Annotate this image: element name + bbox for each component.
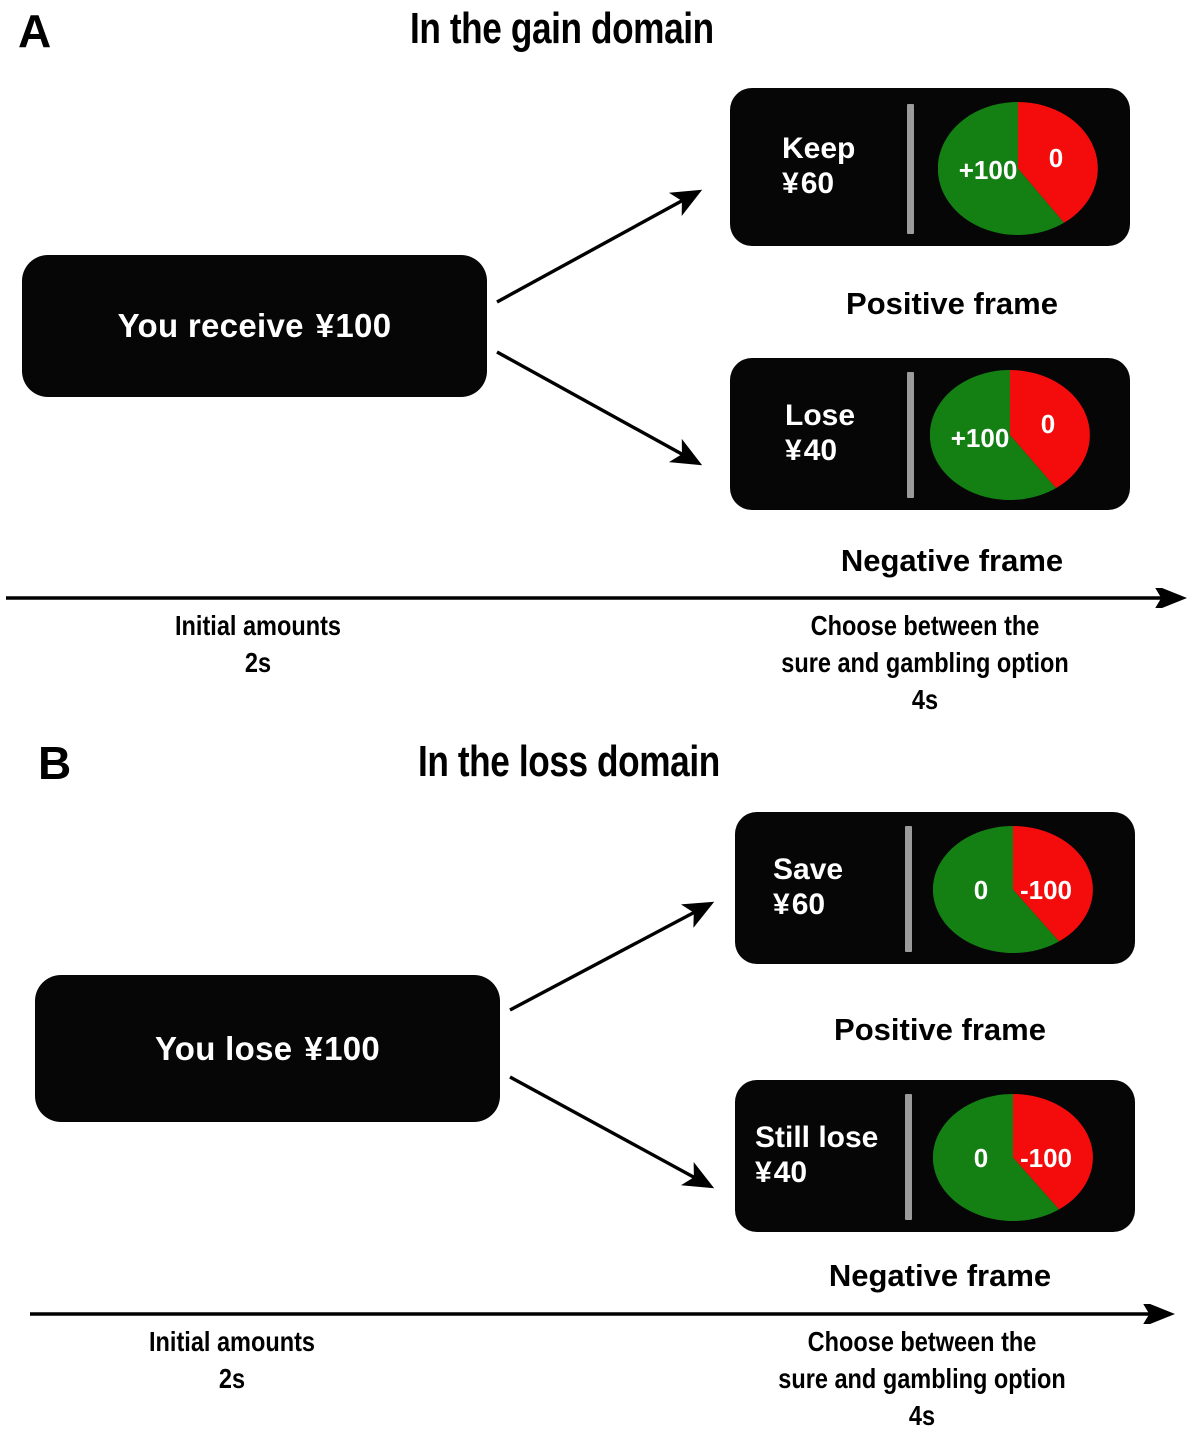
yen-icon: ¥ bbox=[782, 167, 799, 200]
panel-letter-b: B bbox=[38, 737, 72, 789]
sure-option-amount-row: ¥60 bbox=[773, 888, 925, 923]
frame-caption-text: Negative frame bbox=[828, 1258, 1052, 1293]
yen-icon: ¥ bbox=[785, 434, 802, 467]
timeline-stage1-name: Initial amounts bbox=[149, 1326, 315, 1357]
frame-caption-gain-negative: Negative frame bbox=[841, 545, 1063, 576]
initial-amount-value: 100 bbox=[335, 307, 392, 344]
pie-slice-lose bbox=[1013, 1094, 1093, 1210]
timeline-stage2-line2: sure and gambling option bbox=[781, 646, 1069, 678]
pie-label-win: 0 bbox=[973, 875, 989, 905]
card-divider bbox=[907, 104, 914, 234]
sure-option-amount: 40 bbox=[803, 434, 838, 467]
sure-option-amount: 40 bbox=[773, 1156, 808, 1189]
sure-option-label-loss-negative: Still lose ¥40 bbox=[755, 1121, 927, 1191]
pie-label-win: 0 bbox=[973, 1143, 989, 1173]
timeline-stage1-loss: Initial amounts 2s bbox=[149, 1324, 315, 1398]
sure-option-label-gain-negative: Lose ¥40 bbox=[785, 399, 925, 469]
timeline-stage2-duration: 4s bbox=[908, 1399, 936, 1431]
sure-option-label-loss-positive: Save ¥60 bbox=[773, 853, 925, 923]
gamble-pie-loss-negative: 0 -100 bbox=[933, 1094, 1093, 1221]
pie-label-win: +100 bbox=[958, 155, 1018, 185]
timeline-axis-gain bbox=[0, 588, 1200, 608]
option-card-gain-positive[interactable]: Keep ¥60 +100 0 bbox=[730, 88, 1130, 246]
timeline-axis-loss bbox=[0, 1304, 1200, 1324]
sure-option-amount-row: ¥60 bbox=[782, 167, 922, 202]
frame-caption-loss-positive: Positive frame bbox=[834, 1014, 1046, 1045]
option-card-loss-negative[interactable]: Still lose ¥40 0 -100 bbox=[735, 1080, 1135, 1232]
timeline-stage2-gain: Choose between the sure and gambling opt… bbox=[781, 608, 1068, 719]
card-divider bbox=[905, 826, 912, 952]
sure-option-amount: 60 bbox=[791, 888, 826, 921]
pie-slice-win bbox=[930, 370, 1056, 500]
initial-amount-verb: You lose bbox=[154, 1029, 293, 1067]
pie-slice-lose bbox=[1010, 370, 1090, 489]
frame-caption-text: Positive frame bbox=[834, 1012, 1046, 1047]
frame-caption-loss-negative: Negative frame bbox=[829, 1260, 1051, 1291]
pie-label-lose: 0 bbox=[1040, 409, 1056, 439]
branch-arrows-loss bbox=[0, 722, 1200, 1444]
timeline-stage1-name: Initial amounts bbox=[175, 610, 341, 641]
panel-gain-domain: A In the gain domain You receive¥100 K bbox=[0, 4, 1200, 719]
pie-slice-lose bbox=[1018, 102, 1098, 223]
timeline-stage2-duration: 4s bbox=[911, 683, 939, 715]
timeline-stage2-loss: Choose between the sure and gambling opt… bbox=[778, 1324, 1065, 1435]
initial-amount-value: 100 bbox=[324, 1029, 381, 1067]
gamble-pie-gain-positive: +100 0 bbox=[938, 102, 1098, 235]
timeline-stage2-line1: Choose between the bbox=[810, 610, 1040, 641]
panel-title-loss: In the loss domain bbox=[418, 737, 720, 786]
card-divider bbox=[907, 372, 914, 498]
card-divider bbox=[905, 1094, 912, 1220]
pie-label-lose: 0 bbox=[1048, 143, 1064, 173]
sure-option-amount-row: ¥40 bbox=[785, 434, 925, 469]
pie-slice-win bbox=[933, 826, 1059, 953]
pie-label-lose: -100 bbox=[1019, 875, 1073, 905]
pie-slice-win bbox=[933, 1094, 1059, 1221]
sure-option-amount: 60 bbox=[800, 167, 835, 200]
initial-amount-box-gain[interactable]: You receive ¥100 bbox=[22, 255, 487, 397]
timeline-stage2-line2: sure and gambling option bbox=[778, 1362, 1066, 1394]
panel-title-gain: In the gain domain bbox=[410, 4, 714, 53]
timeline-stage1-duration: 2s bbox=[218, 1362, 246, 1394]
timeline-stage1-duration: 2s bbox=[244, 646, 272, 678]
frame-caption-gain-positive: Positive frame bbox=[846, 288, 1058, 319]
sure-option-label-gain-positive: Keep ¥60 bbox=[782, 132, 922, 202]
panel-loss-domain: B In the loss domain You lose ¥100 Save bbox=[0, 722, 1200, 1444]
pie-slice-win bbox=[938, 102, 1064, 235]
sure-option-verb: Keep bbox=[782, 132, 856, 166]
option-card-gain-negative[interactable]: Lose ¥40 +100 0 bbox=[730, 358, 1130, 510]
initial-amount-text-loss: You lose ¥100 bbox=[155, 1030, 380, 1068]
panel-letter-a: A bbox=[18, 5, 52, 57]
yen-icon: ¥ bbox=[755, 1156, 772, 1189]
initial-amount-text-gain: You receive ¥100 bbox=[118, 307, 392, 345]
gamble-pie-loss-positive: 0 -100 bbox=[933, 826, 1093, 953]
yen-icon: ¥ bbox=[315, 307, 335, 344]
sure-option-verb: Still lose bbox=[755, 1121, 879, 1155]
pie-label-win: +100 bbox=[950, 423, 1010, 453]
timeline-stage1-gain: Initial amounts 2s bbox=[175, 608, 341, 682]
yen-icon: ¥ bbox=[304, 1029, 324, 1067]
sure-option-amount-row: ¥40 bbox=[755, 1156, 927, 1191]
gamble-pie-gain-negative: +100 0 bbox=[930, 370, 1090, 500]
sure-option-verb: Lose bbox=[785, 399, 856, 433]
pie-slice-lose bbox=[1013, 826, 1093, 942]
sure-option-verb: Save bbox=[773, 853, 844, 887]
option-card-loss-positive[interactable]: Save ¥60 0 -100 bbox=[735, 812, 1135, 964]
frame-caption-text: Negative frame bbox=[840, 543, 1064, 578]
initial-amount-verb: You receive bbox=[117, 307, 304, 344]
yen-icon: ¥ bbox=[773, 888, 790, 921]
pie-label-lose: -100 bbox=[1019, 1143, 1073, 1173]
frame-caption-text: Positive frame bbox=[846, 286, 1058, 321]
branch-arrows-gain bbox=[496, 189, 703, 466]
timeline-stage2-line1: Choose between the bbox=[807, 1326, 1037, 1357]
initial-amount-box-loss[interactable]: You lose ¥100 bbox=[35, 975, 500, 1122]
